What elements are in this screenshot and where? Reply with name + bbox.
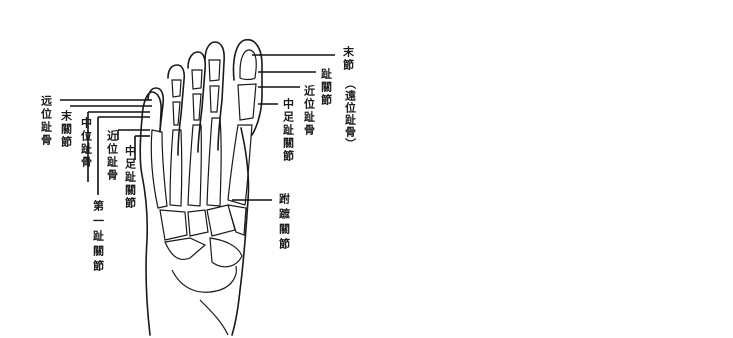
label-distal-phalanx-left: 远位趾骨 (40, 95, 53, 147)
label-first-joint: 第一趾關節 (92, 199, 105, 275)
label-distal-joint-right: 末節 (342, 45, 356, 72)
label-middle-foot-joint-left: 中足趾關節 (124, 144, 137, 210)
metatarsal-5 (151, 130, 167, 208)
label-distal-phalanx-right: （遠位趾骨） (344, 78, 358, 150)
label-proximal-phalanx-left: 近位趾骨 (106, 129, 119, 182)
label-tarsometatarsal-joint: 跗蹠關節 (278, 192, 291, 253)
metatarsal-4 (170, 130, 182, 206)
foot-outline (140, 92, 248, 335)
label-toe-joint-right: 趾關節 (320, 67, 333, 107)
toe-4-phalanx (172, 80, 181, 125)
toe-3-phalanx (192, 70, 202, 120)
label-middle-phalanx-left: 中位趾骨 (80, 116, 93, 169)
toe-2-phalanx (209, 60, 220, 112)
cuneiform-bones (160, 205, 246, 240)
toe-3-outline (188, 52, 205, 152)
label-middle-foot-joint-right: 中足趾關節 (282, 97, 295, 163)
navicular-cuboid (165, 238, 242, 267)
label-distal-joint-left: 末關節 (60, 109, 74, 149)
label-proximal-phalanx-right: 近位趾骨 (303, 84, 316, 137)
big-toe-proximal-phalanx (238, 84, 256, 120)
talus-calcaneus (172, 266, 236, 335)
